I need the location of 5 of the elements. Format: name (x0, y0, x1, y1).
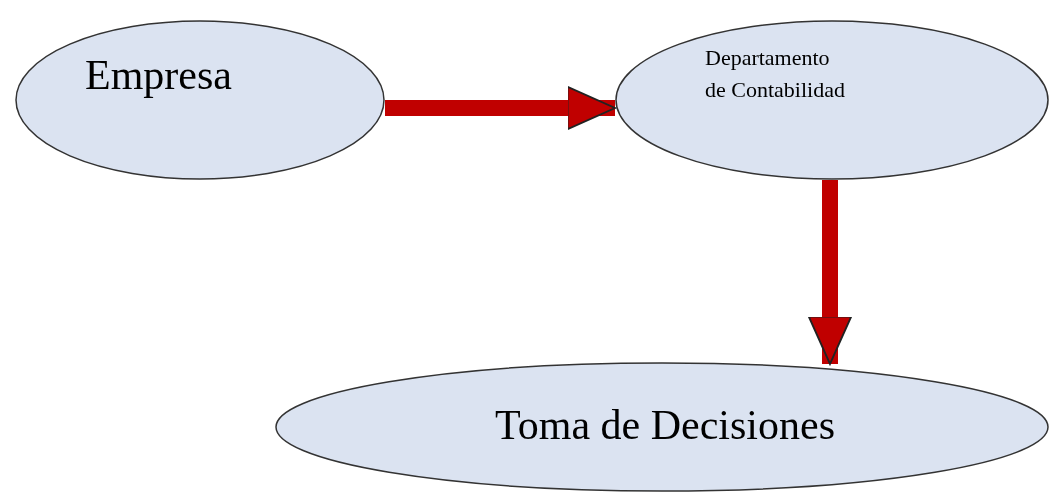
node-label: Departamento de Contabilidad (705, 44, 846, 104)
arrow (385, 85, 616, 131)
arrow (807, 180, 853, 365)
node-label: Empresa (85, 51, 233, 100)
node-label: Toma de Decisiones (494, 401, 836, 450)
